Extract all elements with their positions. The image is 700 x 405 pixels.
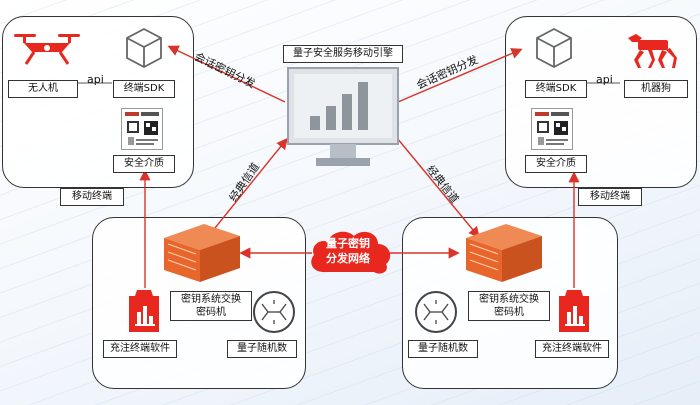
api-right-label: api [596,73,613,86]
arrow-session-right [397,48,523,103]
chip-icon [121,108,163,150]
arrow-classic-right [396,137,480,239]
qrng-icon [415,291,457,333]
qrng-icon [253,291,295,333]
sdk-right-label: 终端SDK [525,80,587,98]
api-left-label: api [87,73,104,86]
exchange-left-label: 密钥系统交换 密码机 [170,291,252,321]
qrng-right-label: 量子随机数 [408,340,478,358]
qkd-network-label-2: 分发网络 [326,252,370,265]
robot-dog-icon [628,34,677,68]
charge-terminal-icon [559,290,589,332]
exchange-left-line2: 密码机 [196,307,226,318]
mobile-right-label: 移动终端 [578,188,642,206]
charge-right-label: 充注终端软件 [535,340,609,358]
qrng-left-label: 量子随机数 [227,340,297,358]
medium-left-label: 安全介质 [113,155,175,173]
server-icon [164,224,240,282]
robot-dog-label: 机器狗 [624,80,688,98]
drone-label: 无人机 [8,80,78,98]
monitor-chart-icon [287,67,399,166]
chip-icon [531,108,573,150]
exchange-left-line1: 密钥系统交换 [181,294,241,305]
engine-title: 量子安全服务移动引擎 [283,45,403,63]
mobile-left-label: 移动终端 [60,188,124,206]
cube-icon [536,27,572,69]
drone-icon [14,34,80,65]
charge-terminal-icon [129,290,159,332]
cloud-icon [311,231,391,274]
exchange-right-line2: 密码机 [494,307,524,318]
cube-icon [126,27,162,69]
exchange-right-label: 密钥系统交换 密码机 [468,291,550,321]
exchange-right-line1: 密钥系统交换 [479,294,539,305]
charge-left-label: 充注终端软件 [103,340,177,358]
sdk-left-label: 终端SDK [113,80,175,98]
arrow-classic-left [214,137,288,229]
qkd-network-label-1: 量子密钥 [326,237,370,250]
arrow-session-left [167,45,286,103]
server-icon [466,224,542,282]
medium-right-label: 安全介质 [525,155,587,173]
